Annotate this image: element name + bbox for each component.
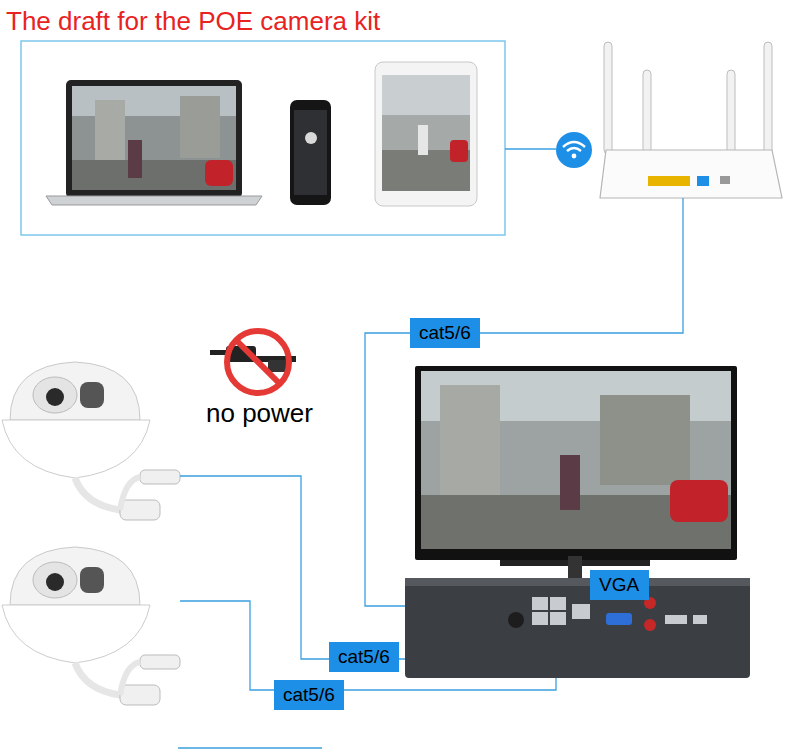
tag-text: VGA bbox=[599, 573, 640, 597]
tag-text: cat5/6 bbox=[283, 683, 335, 707]
tag-text: cat5/6 bbox=[419, 321, 471, 345]
cable-tag: cat5/6 bbox=[410, 318, 480, 348]
note-label: no power bbox=[204, 398, 315, 429]
diagram-title: The draft for the POE camera kit bbox=[6, 6, 380, 37]
cable-tag: cat5/6 bbox=[329, 642, 399, 672]
cable-tag: VGA bbox=[590, 570, 649, 600]
cable-tag: cat5/6 bbox=[274, 680, 344, 710]
tag-text: cat5/6 bbox=[338, 645, 390, 669]
